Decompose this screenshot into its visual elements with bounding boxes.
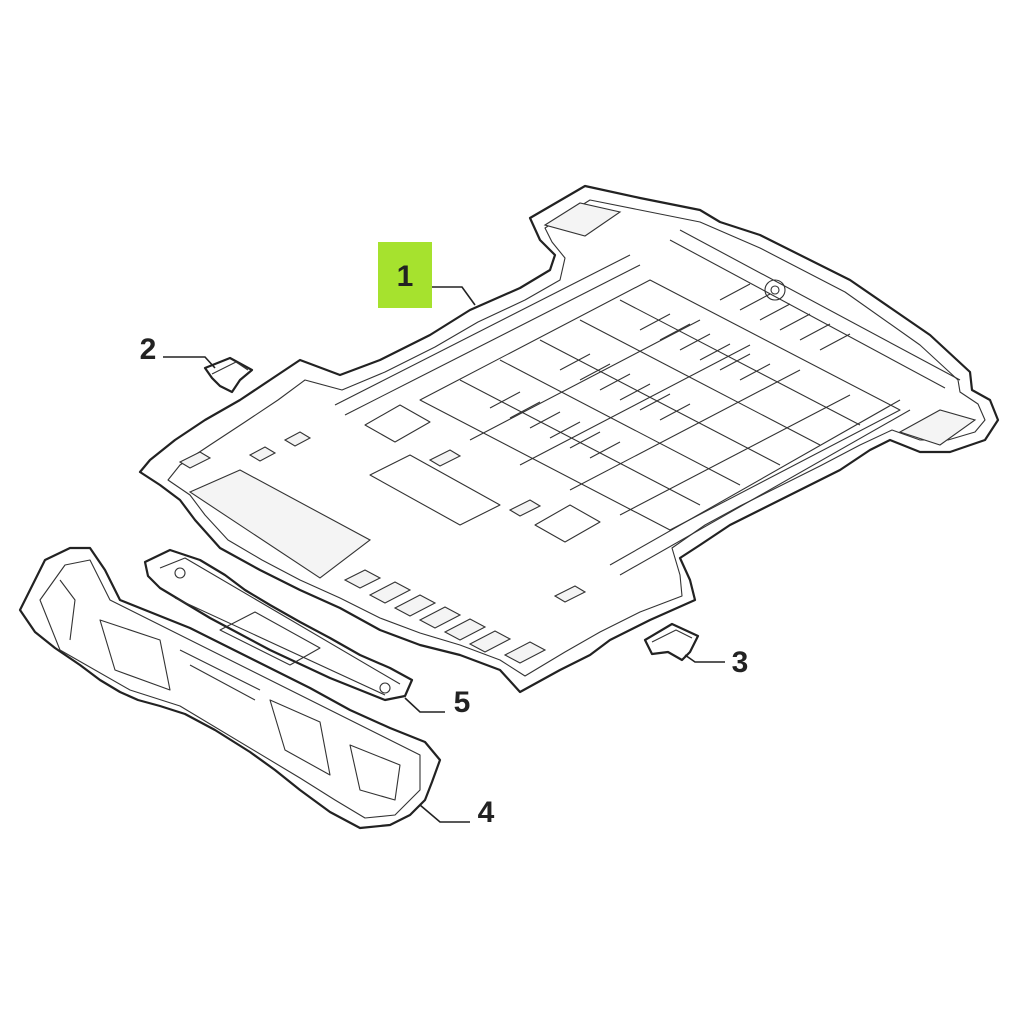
leader-1 <box>432 286 476 306</box>
reinforcement-bar[interactable] <box>143 548 414 702</box>
callout-5[interactable]: 5 <box>454 686 471 719</box>
leader-3 <box>684 654 725 663</box>
callout-2-label: 2 <box>140 333 157 366</box>
leader-4 <box>419 804 470 823</box>
callout-1[interactable]: 1 <box>378 242 432 308</box>
callout-4[interactable]: 4 <box>478 796 495 829</box>
callout-1-highlight <box>378 242 432 308</box>
rear-floor-panel[interactable] <box>138 184 1000 694</box>
callout-1-label: 1 <box>397 260 414 293</box>
leader-2 <box>163 356 216 369</box>
right-mounting-bracket[interactable] <box>643 622 700 662</box>
callout-4-label: 4 <box>478 796 495 829</box>
callout-leaders <box>163 286 725 823</box>
leader-5 <box>404 697 445 713</box>
callout-3-label: 3 <box>732 646 749 679</box>
callout-2[interactable]: 2 <box>140 333 157 366</box>
rear-cross-member[interactable] <box>18 546 442 830</box>
left-mounting-bracket[interactable] <box>203 356 254 394</box>
callout-3[interactable]: 3 <box>732 646 749 679</box>
callout-5-label: 5 <box>454 686 471 719</box>
